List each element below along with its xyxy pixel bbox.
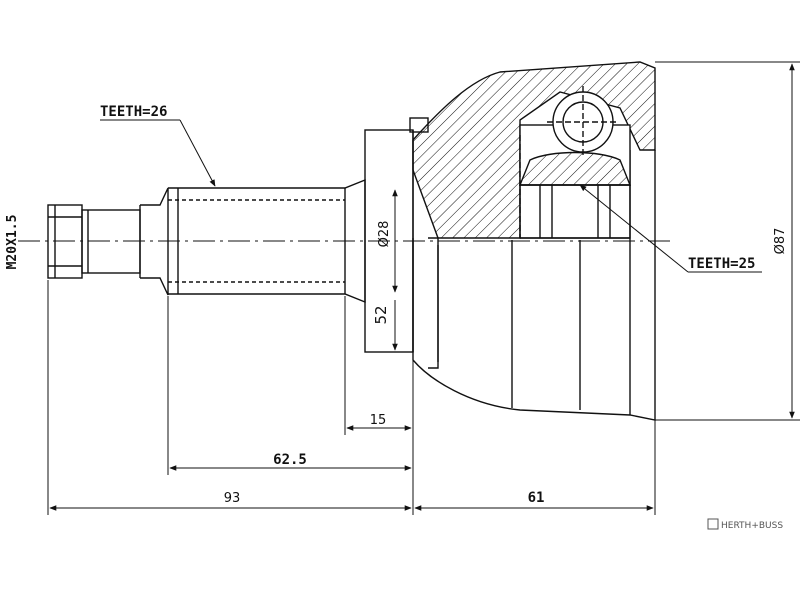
leader-lines	[100, 119, 762, 273]
brand-logo: HERTH+BUSS	[707, 518, 783, 531]
threaded-end	[47, 187, 169, 296]
dim-93-label: 93	[224, 491, 241, 506]
dim-61-label: 61	[528, 490, 545, 506]
dimension-lines	[49, 63, 795, 511]
body-diameter-label: Ø87	[773, 228, 788, 255]
dim-15-label: 15	[370, 413, 387, 428]
shaft-diameter-label: Ø28	[377, 221, 392, 248]
dim-52-label: 52	[372, 305, 390, 324]
ball-element	[547, 86, 619, 158]
extension-lines	[47, 61, 800, 515]
dim-62-5-label: 62.5	[273, 452, 307, 468]
teeth-inner-label: TEETH=25	[688, 256, 755, 272]
thread-label: M20X1.5	[5, 215, 20, 270]
teeth-outer-label: TEETH=26	[100, 104, 167, 120]
brand-text: HERTH+BUSS	[721, 521, 783, 531]
